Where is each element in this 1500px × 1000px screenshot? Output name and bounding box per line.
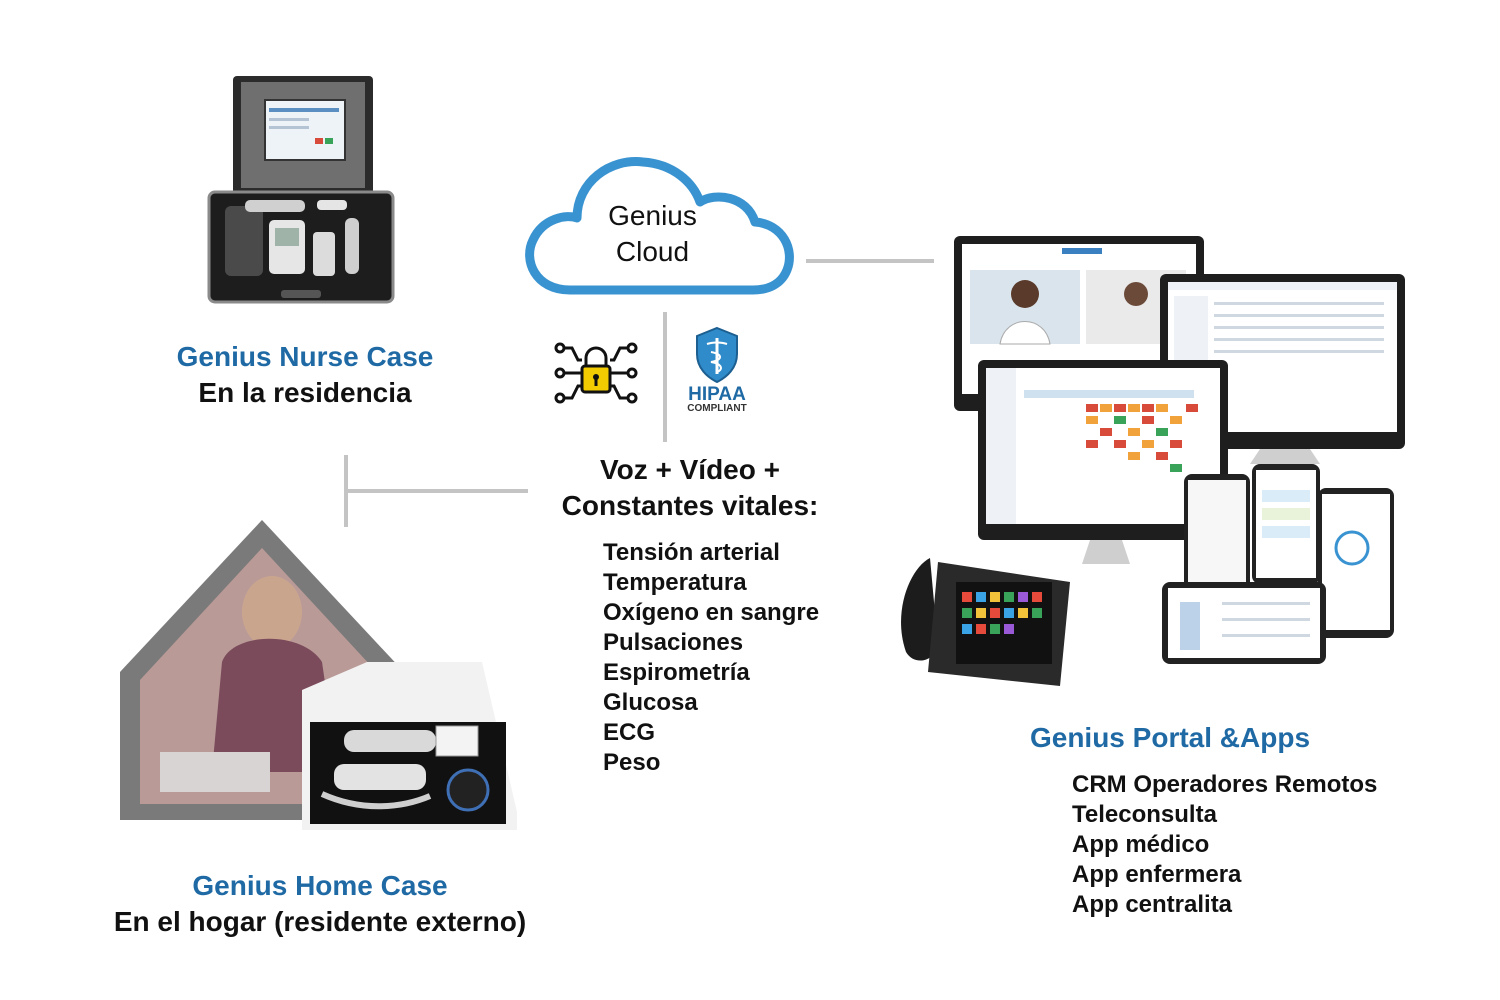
portal-item: Teleconsulta: [1072, 801, 1217, 828]
vital-item: Tensión arterial: [603, 539, 780, 566]
cloud-label-line2: Cloud: [615, 236, 690, 267]
nurse-case-subtitle: En la residencia: [198, 377, 412, 408]
nurse-case-image: [207, 76, 395, 304]
connector-cloud-portal: [806, 259, 934, 263]
hipaa-label: HIPAA: [688, 384, 746, 405]
vital-item: ECG: [603, 719, 656, 746]
connector-cloud-center: [663, 312, 667, 442]
vital-item: Glucosa: [603, 689, 698, 716]
portal-item: CRM Operadores Remotos: [1072, 771, 1378, 798]
circuit-lock-icon: [554, 342, 638, 404]
cloud-label-line1: Genius: [608, 200, 697, 231]
cloud-icon: [525, 157, 794, 295]
connector-home-horizontal: [348, 489, 528, 493]
connector-home-vertical: [344, 455, 348, 527]
home-case-title: Genius Home Case: [192, 870, 448, 901]
home-case-image: [120, 520, 517, 830]
vital-item: Peso: [603, 749, 661, 776]
portal-list: CRM Operadores Remotos Teleconsulta App …: [1072, 770, 1377, 920]
portal-title: Genius Portal &Apps: [1029, 722, 1311, 753]
vital-item: Oxígeno en sangre: [603, 599, 820, 626]
vital-item: Temperatura: [603, 569, 747, 596]
vital-item: Espirometría: [603, 659, 750, 686]
nurse-case-title: Genius Nurse Case: [176, 341, 434, 372]
vitals-heading-line2: Constantes vitales:: [561, 490, 819, 521]
portal-item: App centralita: [1072, 891, 1233, 918]
home-case-subtitle: En el hogar (residente externo): [113, 906, 527, 937]
vitals-heading: Voz + Vídeo + Constantes vitales:: [545, 452, 835, 524]
vital-item: Pulsaciones: [603, 629, 744, 656]
portal-item: App enfermera: [1072, 861, 1242, 888]
devices-image: [901, 236, 1405, 686]
cloud-label: Genius Cloud: [560, 198, 745, 270]
caduceus-shield-icon: [696, 326, 738, 384]
portal-item: App médico: [1072, 831, 1210, 858]
vitals-heading-line1: Voz + Vídeo +: [600, 454, 780, 485]
vitals-list: Tensión arterial Temperatura Oxígeno en …: [603, 538, 819, 778]
hipaa-sub: COMPLIANT: [687, 403, 747, 414]
